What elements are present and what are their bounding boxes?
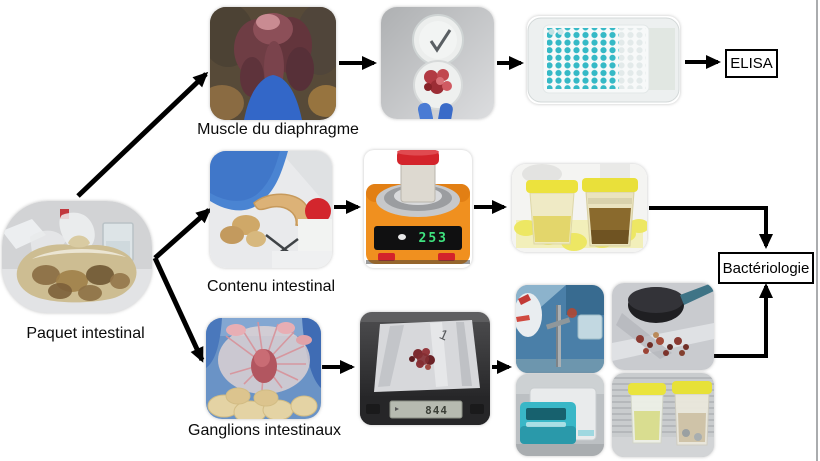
cup-brown-liquid (582, 178, 638, 247)
tissue-pieces (409, 348, 435, 370)
cup-clear-liquid (628, 383, 666, 444)
metal-rod (556, 305, 561, 367)
arrow-collage-to-bacteriology (713, 283, 773, 358)
label-contenu-intestinal: Contenu intestinal (206, 278, 336, 295)
specimen-pot (400, 161, 436, 203)
label-ganglions-intestinaux: Ganglions intestinaux (188, 422, 341, 439)
red-cap (305, 198, 331, 224)
meat-pieces (424, 69, 452, 94)
wells-filled (547, 28, 619, 89)
slide-right-edge (816, 0, 818, 461)
lcd-display-value: 844 (425, 404, 448, 417)
photo-diaphragm-muscle (210, 7, 336, 120)
stomacher-front (520, 402, 576, 444)
endpoint-bacteriology: Bactériologie (718, 252, 814, 284)
cup-pale-liquid (526, 180, 578, 245)
photo-collage-stomacher (516, 374, 604, 456)
endpoint-bacteriology-label: Bactériologie (722, 259, 810, 277)
photo-collage-pots (612, 373, 714, 457)
lcd-display (389, 400, 463, 419)
photo-elisa-plate (527, 16, 680, 104)
arrow-cups-to-bacteriology (649, 206, 773, 249)
photo-mesentery (206, 318, 321, 419)
glove-finger (417, 102, 434, 119)
photo-sample-pot (381, 7, 494, 119)
photo-intestinal-package (2, 201, 152, 313)
arrow-source-to-contenu (153, 208, 212, 260)
blue-glove (244, 75, 302, 120)
endpoint-elisa-label: ELISA (730, 55, 773, 72)
check-mark (429, 29, 452, 53)
arrow-source-to-muscle (76, 71, 209, 198)
beaker (577, 314, 603, 340)
label-muscle-du-diaphragme: Muscle du diaphragme (197, 121, 359, 138)
wells-empty (619, 28, 646, 89)
endpoint-elisa: ELISA (725, 49, 778, 78)
cup-tissue-contents (672, 381, 712, 446)
tissue-pieces (636, 332, 689, 356)
intestine-loops (207, 387, 318, 419)
label-paquet-intestinal: Paquet intestinal (26, 325, 145, 342)
scale-display (374, 226, 462, 250)
glove-finger (438, 103, 453, 119)
photo-intestine-cutting (210, 151, 332, 268)
photo-orange-scale: 253 (364, 150, 472, 268)
scale-display-value: 253 (419, 231, 448, 246)
arrow-source-to-ganglions (152, 256, 205, 363)
photo-collage-mallet (612, 283, 714, 370)
intestine-loop (253, 193, 310, 226)
photo-specimen-cups (512, 164, 647, 252)
photo-foil-scale: 1 844 (360, 312, 490, 425)
mallet-handle (680, 283, 714, 305)
photo-collage-burner (516, 285, 604, 373)
